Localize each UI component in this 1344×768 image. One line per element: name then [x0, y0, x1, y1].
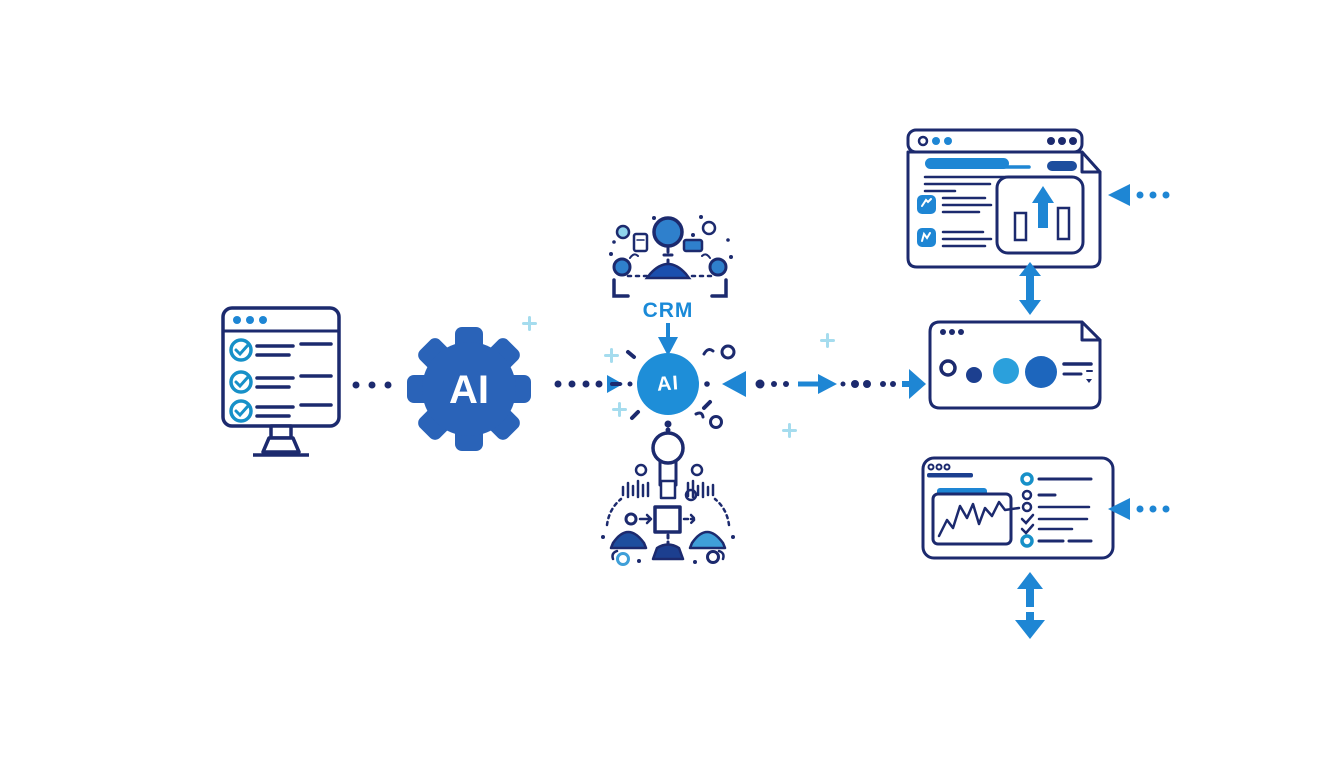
text-lines	[1062, 362, 1093, 383]
workflow-flowchart-icon	[601, 427, 735, 566]
gear-body	[407, 327, 531, 451]
crm-label: CRM	[642, 299, 694, 322]
crm-mound	[644, 262, 692, 280]
sparkle-plus-hub-left	[604, 348, 619, 363]
arrowhead-left	[1108, 184, 1130, 206]
arrow-into-report	[1108, 184, 1170, 206]
crm-person-right	[708, 257, 728, 277]
action-pill	[1047, 161, 1077, 171]
list-item-1	[917, 195, 993, 214]
crm-network-icon	[609, 215, 733, 298]
sync-arrow-bottom	[1015, 572, 1045, 639]
sync-arrow-top	[1019, 262, 1041, 315]
workflow-bottom-node	[651, 543, 685, 561]
sparkle-plus-hub-bottom	[612, 402, 627, 417]
arrow-into-analytics	[1108, 498, 1170, 520]
report-window-icon	[906, 128, 1102, 269]
check-circle-icon	[229, 338, 253, 423]
line-chart	[937, 500, 1021, 538]
dotted-link-hub-to-workflow	[664, 420, 672, 428]
heading-bar	[927, 473, 973, 478]
orbit-circles	[694, 344, 736, 429]
ai-hub-circle: AI	[637, 353, 699, 415]
window-dots	[233, 316, 267, 324]
sparkle-plus-lower	[782, 423, 797, 438]
crm-dots	[609, 215, 733, 259]
checklist-rows	[229, 338, 333, 423]
arrowhead-mid	[818, 374, 837, 394]
arrowhead-into-window	[909, 369, 926, 399]
dog-ear-fold	[1080, 320, 1102, 342]
sparkle-plus-upper	[820, 333, 835, 348]
crm-box-icon	[682, 238, 704, 253]
crm-person-left	[612, 257, 632, 277]
workflow-left-node	[609, 530, 648, 550]
hub-decorations	[610, 344, 736, 439]
monitor-stand	[253, 424, 309, 457]
text-lines	[923, 175, 1009, 193]
up-arrow-icon	[1032, 186, 1054, 228]
flow-arrows-hub-to-windows	[722, 369, 926, 399]
crm-head-circle	[652, 216, 684, 248]
analytics-window-icon	[921, 456, 1115, 560]
crm-database-icon	[632, 232, 649, 253]
gear-ai-label: AI	[449, 368, 489, 412]
heading-bar	[925, 158, 1009, 169]
workflow-process-box	[653, 505, 682, 534]
bar-right	[1056, 206, 1071, 241]
workflow-right-node	[688, 530, 727, 550]
arrow-crm-to-hub	[658, 323, 678, 356]
arrowhead-down	[658, 337, 678, 356]
workflow-top-node	[651, 431, 685, 465]
arrowhead-left	[722, 371, 746, 397]
flow-dots-monitor-to-gear	[352, 381, 392, 389]
ai-gear-icon: AI	[407, 327, 531, 451]
arrowhead-left	[1108, 498, 1130, 520]
checklist-text-lines	[255, 342, 333, 418]
bar-left	[1013, 211, 1028, 242]
sparkle-plus-gear	[522, 316, 537, 331]
workflow-static-dashes	[621, 479, 715, 499]
list-item-2	[917, 228, 993, 248]
checklist	[1020, 472, 1093, 548]
folder-chart-icon	[931, 488, 1021, 546]
progress-dots	[939, 356, 1057, 388]
pipeline-window-icon	[928, 320, 1102, 410]
monitor-checklist-icon	[221, 306, 341, 457]
dog-ear-fold	[1080, 150, 1102, 174]
